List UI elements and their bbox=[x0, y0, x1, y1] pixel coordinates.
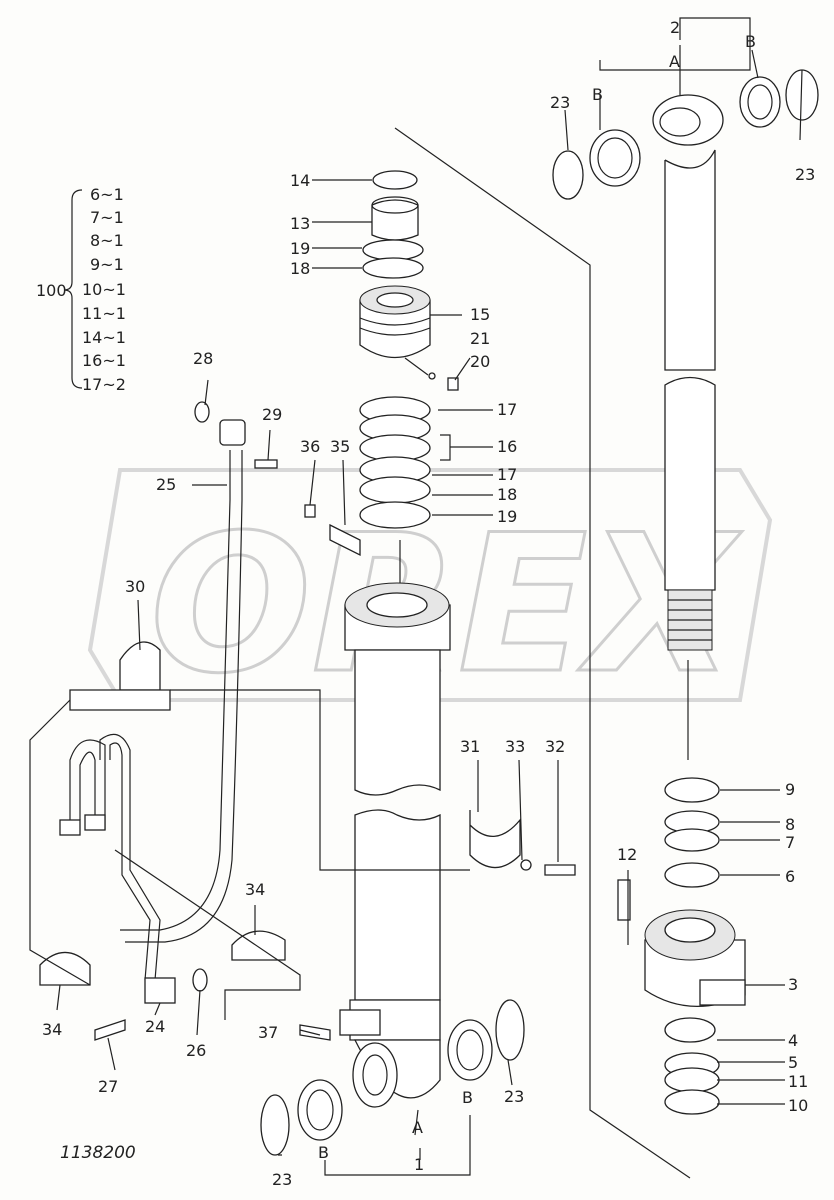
leader-lines bbox=[56, 45, 803, 1160]
callout-31: 31 bbox=[460, 737, 480, 756]
callout-17: 17 bbox=[497, 465, 517, 484]
callout-23: 23 bbox=[504, 1087, 524, 1106]
legend-item: 9~1 bbox=[90, 255, 124, 274]
callout-A: A bbox=[412, 1118, 423, 1137]
tube-end-bushings bbox=[260, 999, 525, 1176]
callout-4: 4 bbox=[788, 1031, 798, 1050]
legend-item: 6~1 bbox=[90, 185, 124, 204]
legend-item: 8~1 bbox=[90, 231, 124, 250]
callout-27: 27 bbox=[98, 1077, 118, 1096]
legend-item: 16~1 bbox=[82, 351, 126, 370]
callout-13: 13 bbox=[290, 214, 310, 233]
callout-21: 21 bbox=[470, 329, 490, 348]
callout-12: 12 bbox=[617, 845, 637, 864]
callout-8: 8 bbox=[785, 815, 795, 834]
callout-B: B bbox=[462, 1088, 473, 1107]
legend-item: 14~1 bbox=[82, 328, 126, 347]
callout-17: 17 bbox=[497, 400, 517, 419]
callout-34: 34 bbox=[42, 1020, 62, 1039]
callout-B: B bbox=[745, 32, 756, 51]
callout-23: 23 bbox=[550, 93, 570, 112]
legend-item: 11~1 bbox=[82, 304, 126, 323]
assembly-line-left bbox=[29, 699, 91, 986]
callout-23: 23 bbox=[272, 1170, 292, 1189]
callout-24: 24 bbox=[145, 1017, 165, 1036]
legend-item: 10~1 bbox=[82, 280, 126, 299]
callout-2: 2 bbox=[670, 18, 680, 37]
callout-25: 25 bbox=[156, 475, 176, 494]
callout-11: 11 bbox=[788, 1072, 808, 1091]
callout-5: 5 bbox=[788, 1053, 798, 1072]
legend-item: 17~2 bbox=[82, 375, 126, 394]
callout-B: B bbox=[318, 1143, 329, 1162]
callout-18: 18 bbox=[290, 259, 310, 278]
callout-26: 26 bbox=[186, 1041, 206, 1060]
callout-30: 30 bbox=[125, 577, 145, 596]
callout-36: 36 bbox=[300, 437, 320, 456]
callout-labels: 2 A B B 23 23 14 13 19 18 15 21 20 17 16… bbox=[42, 18, 815, 1189]
callout-29: 29 bbox=[262, 405, 282, 424]
callout-23: 23 bbox=[795, 165, 815, 184]
callout-15: 15 bbox=[470, 305, 490, 324]
callout-28: 28 bbox=[193, 349, 213, 368]
callout-3: 3 bbox=[788, 975, 798, 994]
callout-34: 34 bbox=[245, 880, 265, 899]
callout-32: 32 bbox=[545, 737, 565, 756]
callout-1: 1 bbox=[414, 1155, 424, 1174]
assembly-line-right bbox=[394, 127, 691, 1179]
assembly-line-lower bbox=[114, 849, 301, 1020]
callout-18: 18 bbox=[497, 485, 517, 504]
cylinder-tube bbox=[339, 582, 451, 1108]
callout-7: 7 bbox=[785, 833, 795, 852]
piston-rod bbox=[552, 17, 819, 651]
legend-item: 7~1 bbox=[90, 208, 124, 227]
callout-20: 20 bbox=[470, 352, 490, 371]
hydraulic-piping bbox=[59, 401, 278, 1004]
assembly-line-mid bbox=[170, 689, 470, 871]
legend-label: 100 bbox=[36, 281, 67, 300]
drawing-number: 1138200 bbox=[60, 1143, 136, 1163]
callout-14: 14 bbox=[290, 171, 310, 190]
head-packing-set bbox=[359, 170, 459, 529]
callout-16: 16 bbox=[497, 437, 517, 456]
callout-B: B bbox=[592, 85, 603, 104]
callout-19: 19 bbox=[290, 239, 310, 258]
callout-35: 35 bbox=[330, 437, 350, 456]
legend-group: 100 6~1 7~1 8~1 9~1 10~1 11~1 14~1 16~1 … bbox=[36, 185, 126, 394]
piston-assembly bbox=[617, 777, 746, 1115]
callout-A: A bbox=[669, 52, 680, 71]
legend-brace bbox=[63, 189, 83, 389]
callout-33: 33 bbox=[505, 737, 525, 756]
callout-37: 37 bbox=[258, 1023, 278, 1042]
callout-9: 9 bbox=[785, 780, 795, 799]
callout-10: 10 bbox=[788, 1096, 808, 1115]
callout-6: 6 bbox=[785, 867, 795, 886]
callout-19: 19 bbox=[497, 507, 517, 526]
